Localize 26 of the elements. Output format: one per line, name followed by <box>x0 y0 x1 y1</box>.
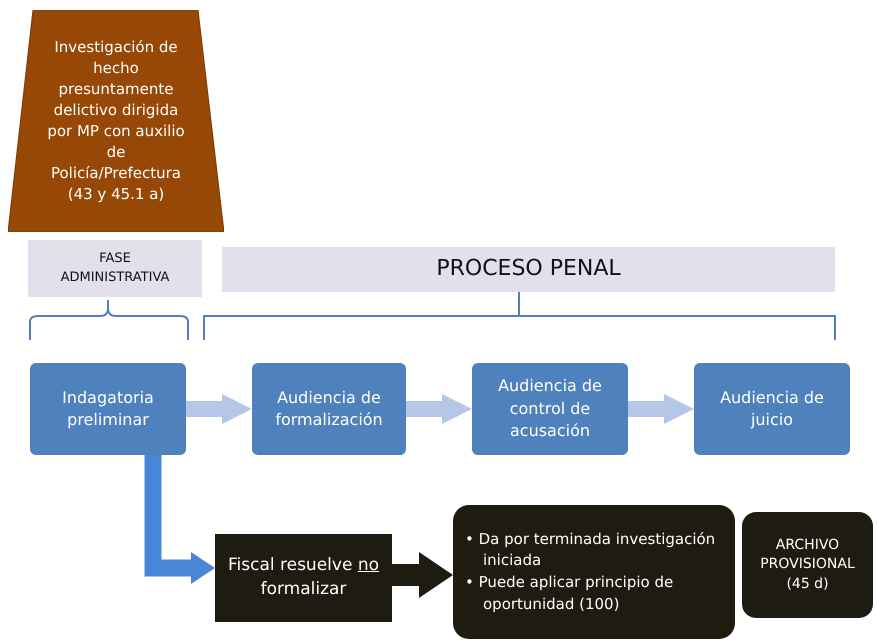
bullet-text: • Puede aplicar principio de oportunidad (100) <box>464 572 674 615</box>
node-text: Audiencia de juicio <box>719 386 825 431</box>
node-text: FASE ADMINISTRATIVA <box>60 250 170 286</box>
investigation-trapezoid <box>8 10 224 232</box>
decision-box <box>215 534 392 622</box>
outcome-box <box>742 512 873 618</box>
node-text: Indagatoria preliminar <box>61 386 155 431</box>
process-box <box>472 363 628 455</box>
process-box <box>30 363 186 455</box>
node-text: ARCHIVO PROVISIONAL (45 d) <box>759 536 856 594</box>
node-text: Audiencia de formalización <box>274 386 384 431</box>
node-text: Audiencia de control de acusación <box>497 375 603 442</box>
process-box <box>252 363 406 455</box>
bullet-text: • Da por terminada investigación iniciada <box>464 528 716 572</box>
phase-band <box>222 247 835 292</box>
arrow <box>186 394 252 424</box>
arrow <box>628 394 694 424</box>
node-text: Fiscal resuelve no formalizar <box>226 554 380 601</box>
arrow <box>392 552 453 598</box>
arrow <box>144 455 215 584</box>
node-text: Investigación de hecho presuntamente delictivo dirigida por MP con auxilio de Policía/Prefectura (43 y 45.1 a) <box>46 37 186 205</box>
result-box <box>453 505 735 639</box>
process-box <box>694 363 850 455</box>
phase-band <box>28 240 202 297</box>
arrow <box>406 394 472 424</box>
node-text: PROCESO PENAL <box>436 255 621 284</box>
